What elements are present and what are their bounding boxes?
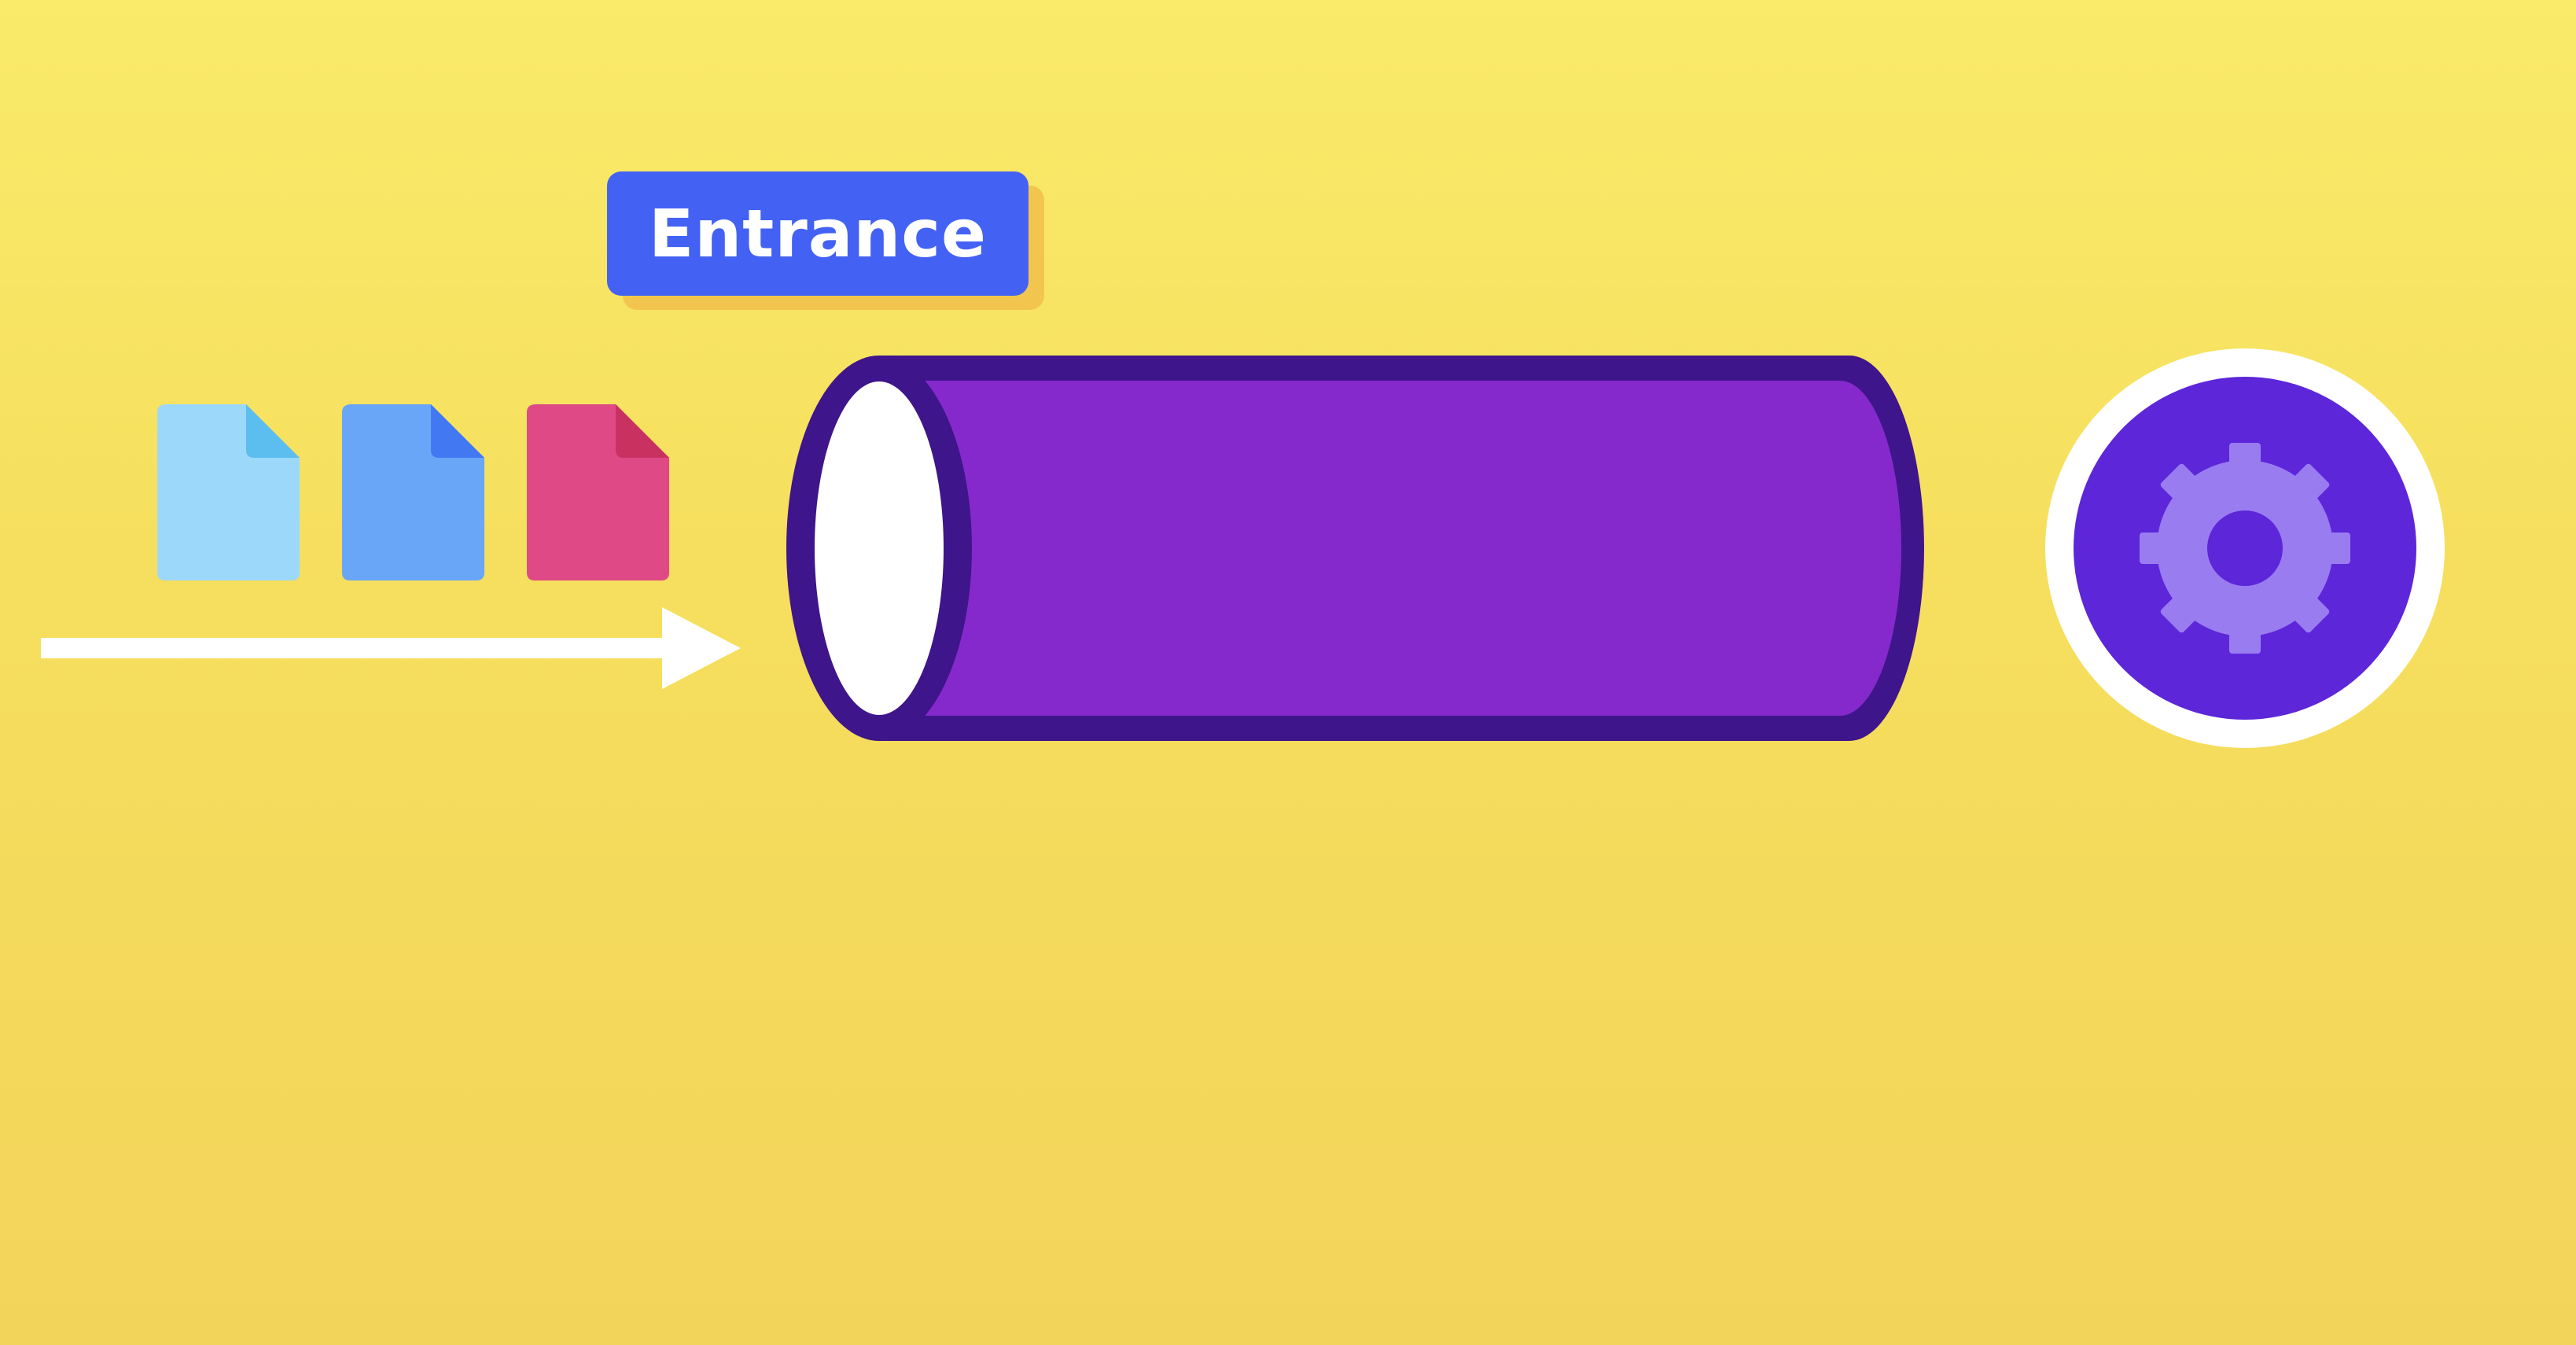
document-light-blue-icon	[157, 404, 300, 580]
document-blue-icon	[342, 404, 484, 580]
flow-arrow	[41, 607, 741, 689]
pipe-opening	[815, 381, 944, 715]
document-pink-icon	[527, 404, 669, 580]
entrance-label-text: Entrance	[648, 195, 987, 272]
gear-icon	[2140, 443, 2350, 654]
entrance-label-group: Entrance	[607, 171, 1044, 310]
processor-node	[2045, 348, 2445, 748]
entrance-label: Entrance	[607, 171, 1029, 296]
pipe	[786, 356, 1924, 741]
